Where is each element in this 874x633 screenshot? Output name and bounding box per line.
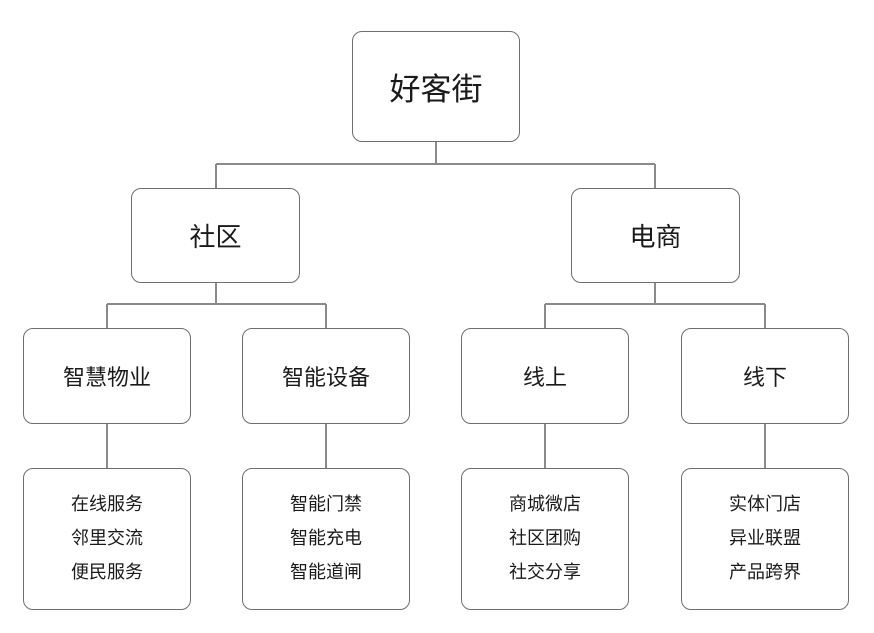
leaf-item: 智能充电 xyxy=(290,528,362,549)
leaf-list-smart-devices: 智能门禁 智能充电 智能道闸 xyxy=(242,468,410,610)
leaf-item: 产品跨界 xyxy=(729,562,801,583)
leaf-item: 智能道闸 xyxy=(290,562,362,583)
category-label: 线下 xyxy=(742,366,787,391)
leaf-list-online: 商城微店 社区团购 社交分享 xyxy=(461,468,629,610)
root-node: 好客街 xyxy=(352,31,520,142)
category-node-smart-devices: 智能设备 xyxy=(242,328,410,424)
branch-label: 社区 xyxy=(189,223,242,253)
branch-label: 电商 xyxy=(629,223,682,253)
leaf-list-smart-property: 在线服务 邻里交流 便民服务 xyxy=(23,468,191,610)
leaf-item: 在线服务 xyxy=(71,494,143,515)
branch-node-community: 社区 xyxy=(131,188,300,283)
category-node-offline: 线下 xyxy=(681,328,849,424)
category-label: 线上 xyxy=(522,366,567,391)
category-label: 智能设备 xyxy=(281,366,370,391)
branch-node-ecommerce: 电商 xyxy=(571,188,740,283)
leaf-item: 邻里交流 xyxy=(71,528,143,549)
root-label: 好客街 xyxy=(389,72,483,108)
leaf-item: 异业联盟 xyxy=(729,528,801,549)
leaf-item: 商城微店 xyxy=(509,494,581,515)
leaf-item: 便民服务 xyxy=(71,562,143,583)
category-label: 智慧物业 xyxy=(62,366,151,391)
leaf-list-offline: 实体门店 异业联盟 产品跨界 xyxy=(681,468,849,610)
leaf-item: 智能门禁 xyxy=(290,494,362,515)
leaf-item: 社区团购 xyxy=(509,528,581,549)
leaf-item: 实体门店 xyxy=(729,494,801,515)
category-node-smart-property: 智慧物业 xyxy=(23,328,191,424)
leaf-item: 社交分享 xyxy=(509,562,581,583)
category-node-online: 线上 xyxy=(461,328,629,424)
